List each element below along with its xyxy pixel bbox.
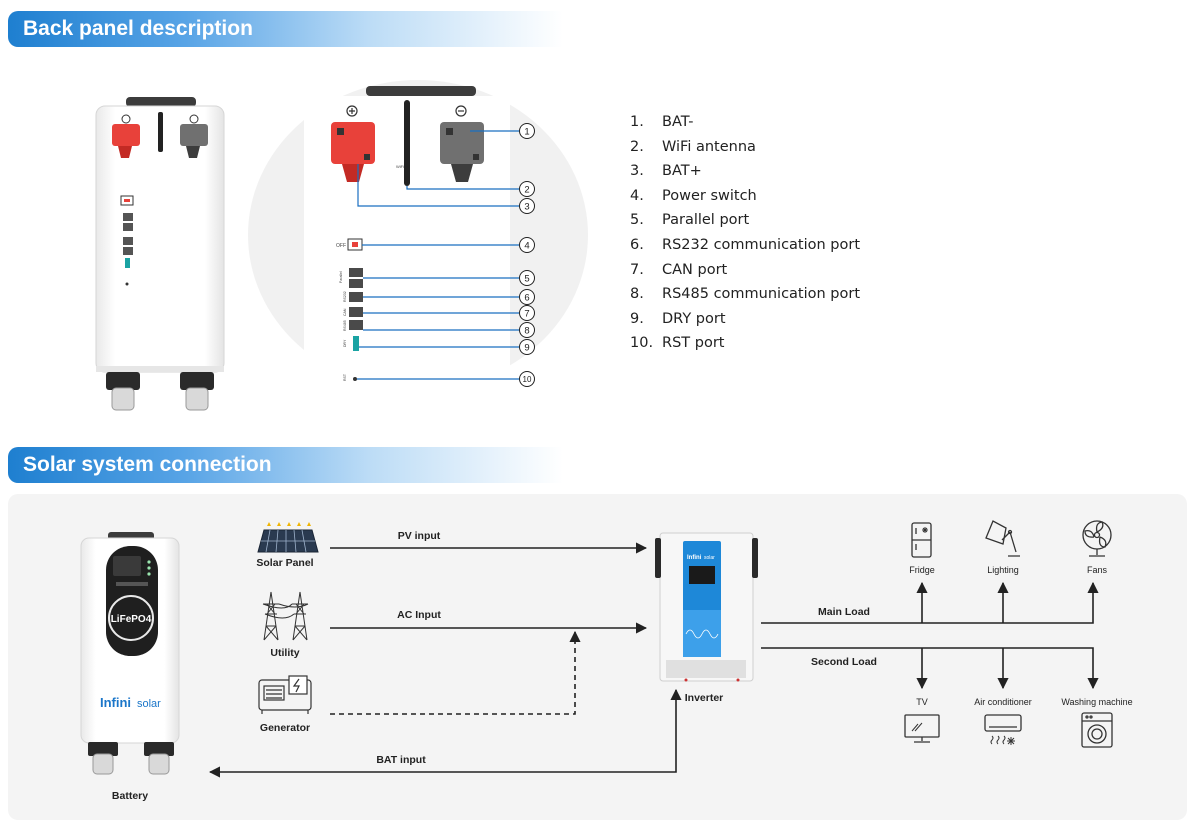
pv-input-label: PV input <box>398 530 441 542</box>
inverter: Infini solar <box>655 532 758 682</box>
lighting-label: Lighting <box>987 565 1019 575</box>
rs232-label: RS232 <box>343 291 347 302</box>
fridge-icon <box>911 522 932 558</box>
tv-label: TV <box>916 697 928 707</box>
washing-machine-icon <box>1081 712 1113 748</box>
inverter-label: Inverter <box>685 692 724 704</box>
callout-9: 9 <box>524 343 529 354</box>
battery-back-small <box>95 97 225 411</box>
wifi-antenna <box>404 100 410 186</box>
callout-5: 5 <box>524 274 529 285</box>
wifi-label: WiFi <box>396 164 404 169</box>
utility-label: Utility <box>270 647 299 659</box>
callout-1: 1 <box>524 127 529 138</box>
bat-plus-terminal-small <box>112 124 140 146</box>
second-load-line <box>761 647 1099 690</box>
tv-icon <box>904 714 940 743</box>
rs485-label: RS485 <box>343 320 347 331</box>
inverter-brand-main: Infini <box>687 555 702 561</box>
legend-item: 5.Parallel port <box>630 212 750 229</box>
legend-item: 1.BAT- <box>630 114 694 130</box>
callout-3: 3 <box>524 202 529 213</box>
legend-item: 3.BAT+ <box>630 163 702 180</box>
legend-item: 4.Power switch <box>630 187 757 204</box>
utility-tower-icon <box>262 591 309 641</box>
legend-item: 6.RS232 communication port <box>630 236 861 253</box>
generator-icon <box>258 675 312 714</box>
legend-item: 9.DRY port <box>630 310 726 327</box>
callout-2: 2 <box>524 185 529 196</box>
callout-lines <box>357 130 519 380</box>
rst-port <box>353 377 357 381</box>
solar-connection-header: Solar system connection <box>8 447 563 483</box>
fans-label: Fans <box>1087 565 1108 575</box>
solar-panel-icon <box>257 522 319 553</box>
dry-label: DRY <box>343 339 347 347</box>
port-legend-list: 1.BAT- 2.WiFi antenna 3.BAT+ 4.Power swi… <box>630 110 860 356</box>
can-port <box>349 307 363 317</box>
rs485-port <box>349 320 363 330</box>
battery-label: Battery <box>112 790 148 802</box>
callout-8: 8 <box>524 326 529 337</box>
battery-brand-sub: solar <box>137 698 161 710</box>
legend-item: 7.CAN port <box>630 261 728 278</box>
parallel-port <box>349 268 363 277</box>
bat-minus-terminal-small <box>180 124 208 146</box>
back-panel-header: Back panel description <box>8 11 563 47</box>
rs232-port <box>349 292 363 302</box>
generator-dashed-arrow <box>330 630 581 715</box>
inverter-brand-sub: solar <box>704 555 715 561</box>
can-label: CAN <box>343 308 347 316</box>
air-conditioner-icon <box>984 714 1022 745</box>
back-panel-title: Back panel description <box>23 17 253 40</box>
second-load-label: Second Load <box>811 656 877 668</box>
callout-7: 7 <box>524 309 529 320</box>
battery-brand-main: Infini <box>100 695 131 710</box>
lighting-icon <box>985 520 1020 557</box>
ac-input-label: AC Input <box>397 609 441 621</box>
bat-input-label: BAT input <box>376 754 426 766</box>
dry-port <box>353 336 359 351</box>
bat-input-arrow <box>208 688 682 778</box>
fridge-label: Fridge <box>909 565 935 575</box>
callout-10: 10 <box>523 375 532 384</box>
battery-screen-label: LiFePO4 <box>111 614 152 625</box>
rst-label: RST <box>343 373 347 381</box>
fan-icon <box>1082 520 1112 557</box>
callout-numbers: 1 2 3 4 5 6 7 8 9 10 <box>519 123 535 387</box>
main-load-label: Main Load <box>818 606 870 618</box>
callout-6: 6 <box>524 293 529 304</box>
main-load-line <box>761 581 1099 624</box>
solar-connection-title: Solar system connection <box>23 453 272 476</box>
solar-panel-label: Solar Panel <box>256 557 313 569</box>
air-conditioner-label: Air conditioner <box>974 697 1032 707</box>
generator-label: Generator <box>260 722 310 734</box>
legend-item: 8.RS485 communication port <box>630 286 861 303</box>
parallel-label: Parallel <box>339 271 343 283</box>
battery-front: LiFePO4 Infini solar <box>80 532 180 775</box>
battery-back-zoomed: WiFi OFF Parallel RS232 CAN RS485 DRY RS… <box>248 80 588 396</box>
legend-item: 2.WiFi antenna <box>630 138 756 155</box>
off-label: OFF <box>336 243 346 249</box>
washing-machine-label: Washing machine <box>1061 697 1132 707</box>
legend-item: 10.RST port <box>630 335 725 352</box>
callout-4: 4 <box>524 241 529 252</box>
